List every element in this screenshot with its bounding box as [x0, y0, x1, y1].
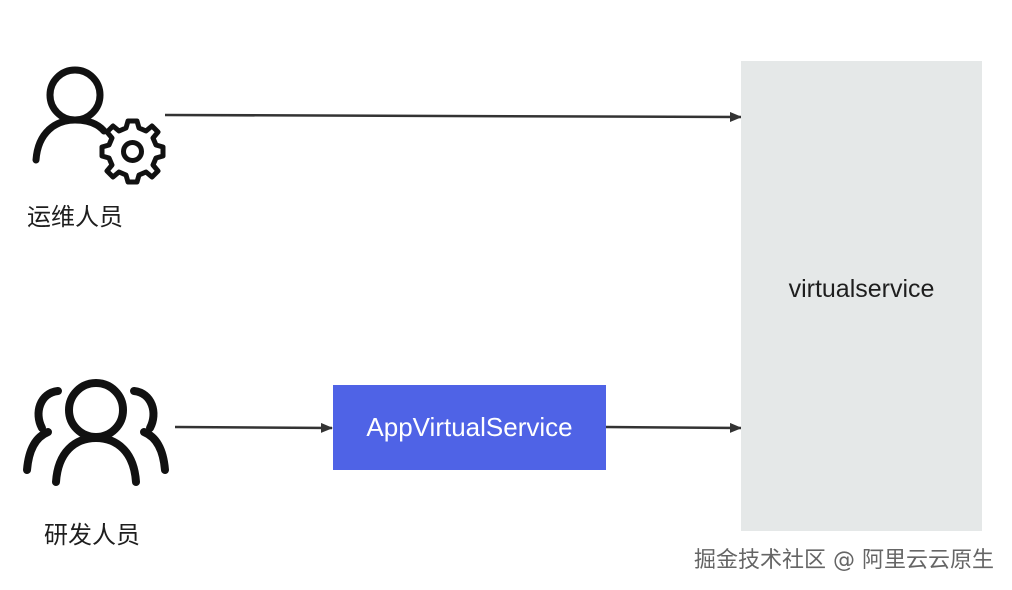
- app-virtual-service-label: AppVirtualService: [366, 412, 573, 442]
- dev-role-label: 研发人员: [44, 521, 140, 549]
- user-gear-icon: [32, 66, 166, 185]
- arrow-app-to-virtualservice: [605, 422, 742, 433]
- app-virtual-service-box: AppVirtualService: [333, 385, 606, 470]
- arrow-dev-to-app: [174, 422, 333, 433]
- ops-role-label: 运维人员: [27, 203, 123, 231]
- arrow-ops-to-virtualservice: [164, 111, 742, 122]
- gear-icon: [99, 118, 166, 185]
- user-group-icon: [23, 379, 169, 486]
- virtualservice-label: virtualservice: [788, 274, 935, 303]
- watermark: 掘金技术社区 @ 阿里云云原生: [694, 548, 994, 573]
- virtualservice-box: virtualservice: [741, 61, 982, 531]
